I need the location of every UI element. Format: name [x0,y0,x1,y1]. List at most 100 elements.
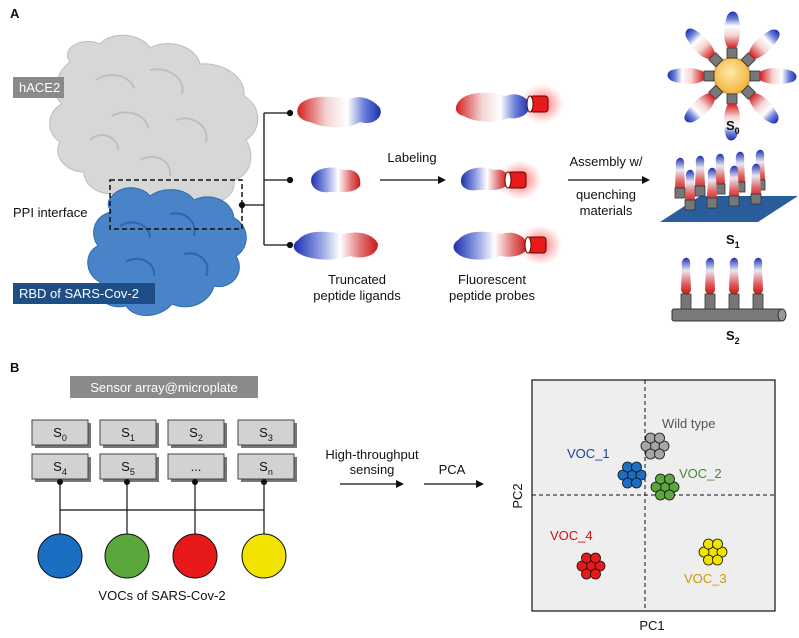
cluster-label-wild-type: Wild type [662,416,715,431]
s0-peptide-arm [685,28,724,68]
s1-plate-image [660,149,798,222]
s2-peptide-probe [704,257,716,310]
cluster-point [703,538,714,550]
voc-circles [37,533,287,579]
pca-arrow [424,480,484,488]
cluster-point [654,448,665,460]
sensor-cell-label: S1 [121,425,135,443]
cluster-point [716,546,728,558]
cluster-point [581,568,592,580]
s1-peptide-probe [706,167,718,209]
cluster-voc-3 [698,538,728,566]
s0-peptide-arm [724,11,741,59]
s0-peptide-arm [723,93,740,141]
cluster-voc-1 [617,461,647,489]
cluster-point [622,477,633,489]
s1-peptide-probe [750,163,762,205]
cluster-point [631,461,642,473]
sensor-cell-r1-3: S3 [237,419,297,448]
cluster-point [703,554,714,566]
hace2-label: hACE2 [19,80,60,95]
cluster-voc-2 [650,473,680,501]
sensor-cell-label: S4 [53,459,67,477]
sensor-cell-r2-2: ... [167,453,227,482]
cluster-point [622,461,633,473]
s1-peptide-probe [674,157,686,199]
cluster-point [594,560,606,572]
s0-peptide-arm [749,68,797,85]
cluster-point [590,552,601,564]
ppi-interface-label: PPI interface [13,205,87,220]
voc-circle [104,533,150,579]
cluster-point [576,560,588,572]
cluster-point [650,481,662,493]
panel-a-label: A [10,6,20,21]
sensor-cell-r1-2: S2 [167,419,227,448]
cluster-point [712,538,723,550]
cluster-point [654,432,665,444]
cluster-label-voc-3: VOC_3 [684,571,727,586]
assembly-label-line1: Assembly w/ [570,154,643,169]
labeling-label: Labeling [387,150,436,165]
cluster-point [655,473,666,485]
cluster-point [664,473,675,485]
hace2-label-box [13,77,64,98]
cluster-point [631,477,642,489]
s0-peptide-arm [740,29,780,68]
sensor-cell-r2-3: Sn [237,453,297,482]
fluorescent-label-line1: Fluorescent [458,272,526,287]
cluster-point [645,432,656,444]
sensor-cell-label: S0 [53,425,67,443]
sensor-cell-r1-0: S0 [31,419,91,448]
cluster-point [635,469,647,481]
pc1-label: PC1 [639,618,664,633]
s0-label: S0 [726,118,740,136]
voc-circle [37,533,83,579]
labeling-arrow [380,176,446,184]
cluster-label-voc-2: VOC_2 [679,466,722,481]
cluster-point [698,546,710,558]
high-throughput-label-line1: High-throughput [325,447,419,462]
sensor-array-title-box [70,376,258,398]
sensor-cell-label: Sn [259,459,273,477]
sensor-array-title: Sensor array@microplate [90,380,238,395]
fluorescent-probe-images [453,84,564,265]
pc2-label: PC2 [510,483,525,508]
s1-peptide-probe [694,155,706,197]
assembly-label-line2: quenching [576,187,636,202]
s2-rod-image [671,257,787,322]
assembly-label-line3: materials [580,203,633,218]
cluster-point [590,568,601,580]
cluster-wild-type [640,432,670,460]
s0-peptide-arm [740,84,779,124]
assembly-arrow [568,176,650,184]
cluster-label-voc-4: VOC_4 [550,528,593,543]
voc-circle [241,533,287,579]
pca-clusters [576,432,728,580]
s2-peptide-probe [728,257,740,310]
sensor-cell-label: S2 [189,425,203,443]
sensor-cell-label: ... [191,459,202,474]
cluster-point [658,440,670,452]
s0-peptide-arm [684,84,724,123]
sensor-cell-r2-1: S5 [99,453,159,482]
s0-peptide-arm [667,67,715,84]
cluster-point [655,489,666,501]
cluster-point [712,554,723,566]
branch-connector [238,109,294,249]
s1-label: S1 [726,232,740,250]
s2-label: S2 [726,328,740,346]
vocs-label: VOCs of SARS-Cov-2 [98,588,225,603]
cluster-label-voc-1: VOC_1 [567,446,610,461]
cluster-point [581,552,592,564]
cluster-point [640,440,652,452]
truncated-label-line2: peptide ligands [313,288,401,303]
s0-nanoparticle-image [667,11,797,141]
s1-peptide-probe [728,165,740,207]
s1-peptide-probe [684,169,696,211]
array-connector [56,479,268,541]
sensor-cell-label: S5 [121,459,135,477]
